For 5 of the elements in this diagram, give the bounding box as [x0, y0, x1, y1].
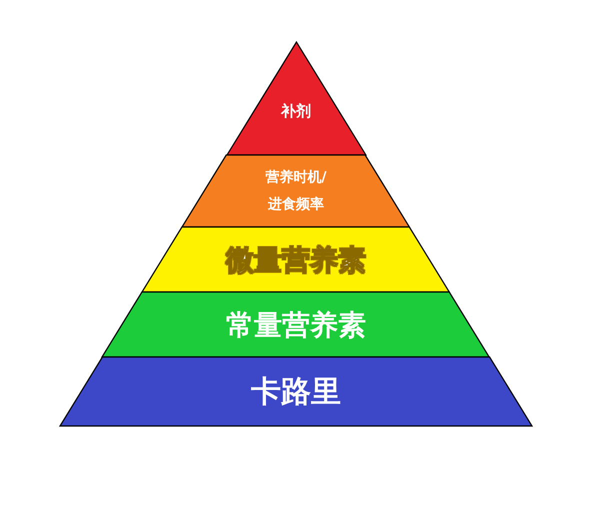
tier-label: 常量营养素 — [226, 306, 366, 343]
tier-label: 补剂 — [280, 100, 311, 122]
tier-label: 卡路里 — [251, 373, 341, 411]
tier-label: 营养时机/进食频率 — [264, 168, 328, 214]
tier-label: 微量营养素 — [226, 242, 366, 278]
